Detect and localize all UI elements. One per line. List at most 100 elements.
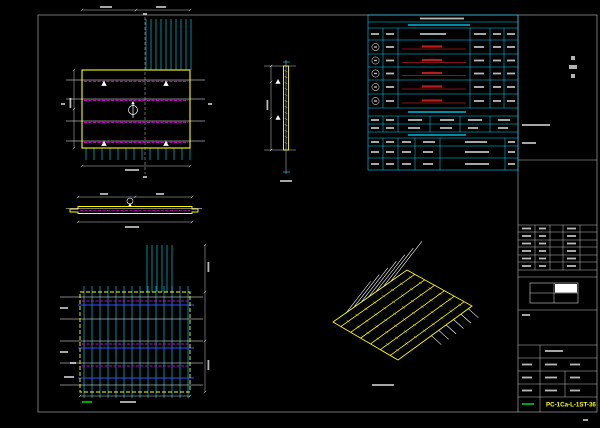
illegible-text (522, 265, 531, 267)
illegible-text (408, 24, 470, 26)
illegible-text (474, 100, 484, 102)
drawing-number: PC-1Ca-L-1ST-36 (546, 402, 596, 409)
illegible-text (371, 119, 379, 121)
legend-fill (555, 284, 577, 293)
truss-web (458, 303, 462, 307)
illegible-text (408, 119, 422, 121)
protruding-rebar (453, 319, 464, 329)
illegible-text (386, 151, 394, 153)
protruding-rebar (375, 254, 406, 293)
slab-outline (79, 291, 191, 393)
illegible-text (570, 389, 580, 392)
truss-web (394, 336, 399, 340)
dimension-tick (269, 80, 273, 84)
illegible-text (371, 151, 379, 153)
dimension-tick (188, 8, 192, 12)
table-border (367, 14, 519, 171)
truss-web (422, 329, 426, 332)
truss-girder (380, 295, 455, 350)
illegible-text (522, 257, 531, 260)
illegible-text (374, 59, 377, 62)
illegible-text (522, 227, 531, 230)
illegible-text (440, 119, 454, 121)
truss-girder (360, 284, 435, 339)
illegible-text (539, 242, 546, 245)
protruding-rebar (383, 247, 414, 287)
illegible-text (61, 103, 65, 105)
illegible-text (493, 33, 501, 35)
illegible-text (423, 141, 435, 143)
illegible-text (422, 45, 442, 48)
illegible-text (386, 33, 394, 35)
illegible-text (545, 350, 563, 352)
illegible-text (583, 419, 588, 421)
dimension-tick (203, 290, 207, 294)
truss-web (440, 316, 444, 319)
dimension-tick (76, 195, 80, 199)
illegible-text (125, 226, 139, 228)
illegible-text (539, 257, 546, 260)
illegible-text (64, 376, 74, 378)
protruding-rebar (353, 274, 380, 308)
illegible-text (571, 56, 575, 60)
section-hatch (284, 81, 288, 85)
illegible-text (374, 100, 377, 102)
illegible-text (522, 142, 536, 144)
truss-web (356, 325, 360, 329)
dimension-tick (78, 394, 82, 398)
truss-web (399, 282, 404, 285)
illegible-text (386, 127, 394, 129)
truss-web (401, 306, 406, 309)
illegible-text (567, 227, 576, 230)
section-hatch (284, 75, 288, 79)
lifting-point-triangle (131, 101, 135, 105)
truss-web (404, 342, 409, 345)
title-block: PC-1Ca-L-1ST-36 (518, 56, 597, 412)
truss-web (411, 311, 415, 315)
truss-web (393, 324, 398, 327)
illegible-text (465, 163, 489, 165)
truss-web (413, 335, 417, 339)
reinforcement-plan-view (60, 243, 210, 403)
section-hatch (284, 69, 288, 73)
truss-web (384, 318, 388, 322)
protruding-rebar (368, 261, 397, 298)
lifting-point-triangle (101, 140, 107, 146)
truss-girder (370, 290, 445, 345)
illegible-text (402, 141, 411, 143)
dimension-tick (76, 220, 80, 224)
illegible-text (493, 72, 501, 75)
illegible-text (522, 363, 532, 366)
illegible-text (474, 86, 484, 88)
dimension-tick (72, 107, 76, 111)
truss-girder (350, 279, 425, 333)
protruding-rebar (460, 313, 472, 324)
illegible-text (507, 46, 515, 48)
illegible-text (493, 100, 501, 102)
truss-web (431, 323, 435, 326)
illegible-text (402, 151, 411, 153)
illegible-text (422, 71, 442, 75)
lifting-point-triangle (275, 115, 281, 120)
illegible-text (374, 86, 377, 88)
illegible-text (70, 362, 76, 364)
truss-web (392, 312, 397, 315)
illegible-text (545, 376, 557, 379)
lifting-point-triangle (275, 79, 281, 84)
illegible-text (374, 72, 377, 75)
protruding-rebar (360, 267, 389, 303)
illegible-text (207, 360, 210, 370)
illegible-text (60, 351, 68, 353)
truss-web (373, 301, 377, 304)
illegible-text (386, 46, 394, 48)
section-hatch (284, 87, 288, 91)
slab-outline (332, 269, 473, 361)
illegible-text (408, 134, 466, 136)
truss-web (438, 292, 442, 296)
dimension-tick (190, 195, 194, 199)
truss-web (385, 331, 389, 334)
slab-profile (69, 206, 199, 214)
illegible-text (422, 85, 442, 88)
